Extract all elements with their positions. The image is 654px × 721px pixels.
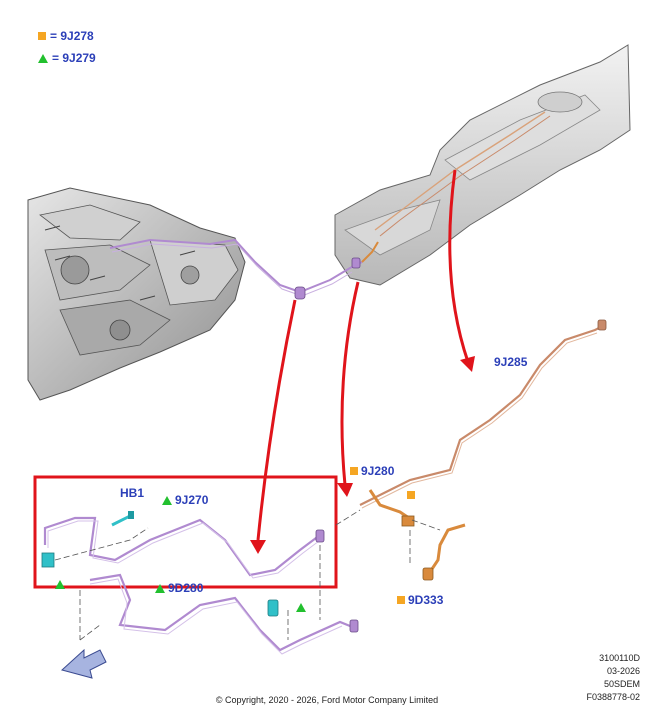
- label-text: 9J280: [361, 464, 395, 478]
- highlight-box: [33, 475, 338, 589]
- engine-illustration: [27, 187, 246, 401]
- callout-arrows: [250, 169, 475, 554]
- label-9d333: 9D333: [397, 593, 443, 607]
- clip-parts: [41, 511, 279, 617]
- legend-item-9j279: = 9J279: [38, 51, 96, 65]
- copyright-notice: © Copyright, 2020 - 2026, Ford Motor Com…: [215, 695, 439, 705]
- legend-text: = 9J279: [52, 51, 96, 65]
- label-9d280: 9D280: [155, 581, 203, 595]
- meta-line: 3100110D: [599, 653, 640, 663]
- legend-text: = 9J278: [50, 29, 94, 43]
- front-direction-arrow-icon: [60, 648, 107, 679]
- square-marker-icon: [38, 32, 46, 40]
- label-text: 9D333: [408, 593, 444, 607]
- meta-line: 50SDEM: [603, 679, 640, 689]
- label-hb1: HB1: [120, 486, 145, 500]
- square-marker-icon: [350, 467, 358, 475]
- label-text: 9D280: [168, 581, 204, 595]
- meta-line: F0388778-02: [586, 692, 640, 702]
- triangle-marker-icon: [38, 53, 48, 63]
- meta-line: 03-2026: [606, 666, 640, 676]
- label-9j270: 9J270: [162, 493, 208, 507]
- fuel-tank-illustration: [334, 44, 631, 286]
- exploded-purple-lines: [43, 516, 359, 655]
- triangle-marker-icon: [55, 580, 65, 589]
- exploded-copper-lines: [335, 319, 607, 581]
- upper-fuel-line: [109, 238, 379, 300]
- label-9j285: 9J285: [494, 355, 528, 369]
- legend-item-9j278: = 9J278: [38, 29, 94, 43]
- document-meta: 3100110D 03-2026 50SDEM F0388778-02: [586, 652, 640, 704]
- triangle-marker-icon: [162, 495, 172, 505]
- square-marker-icon: [407, 491, 415, 499]
- square-marker-icon: [397, 596, 405, 604]
- triangle-marker-icon: [296, 603, 306, 612]
- label-text: 9J270: [175, 493, 209, 507]
- label-9j280: 9J280: [350, 464, 394, 478]
- triangle-marker-icon: [155, 583, 165, 593]
